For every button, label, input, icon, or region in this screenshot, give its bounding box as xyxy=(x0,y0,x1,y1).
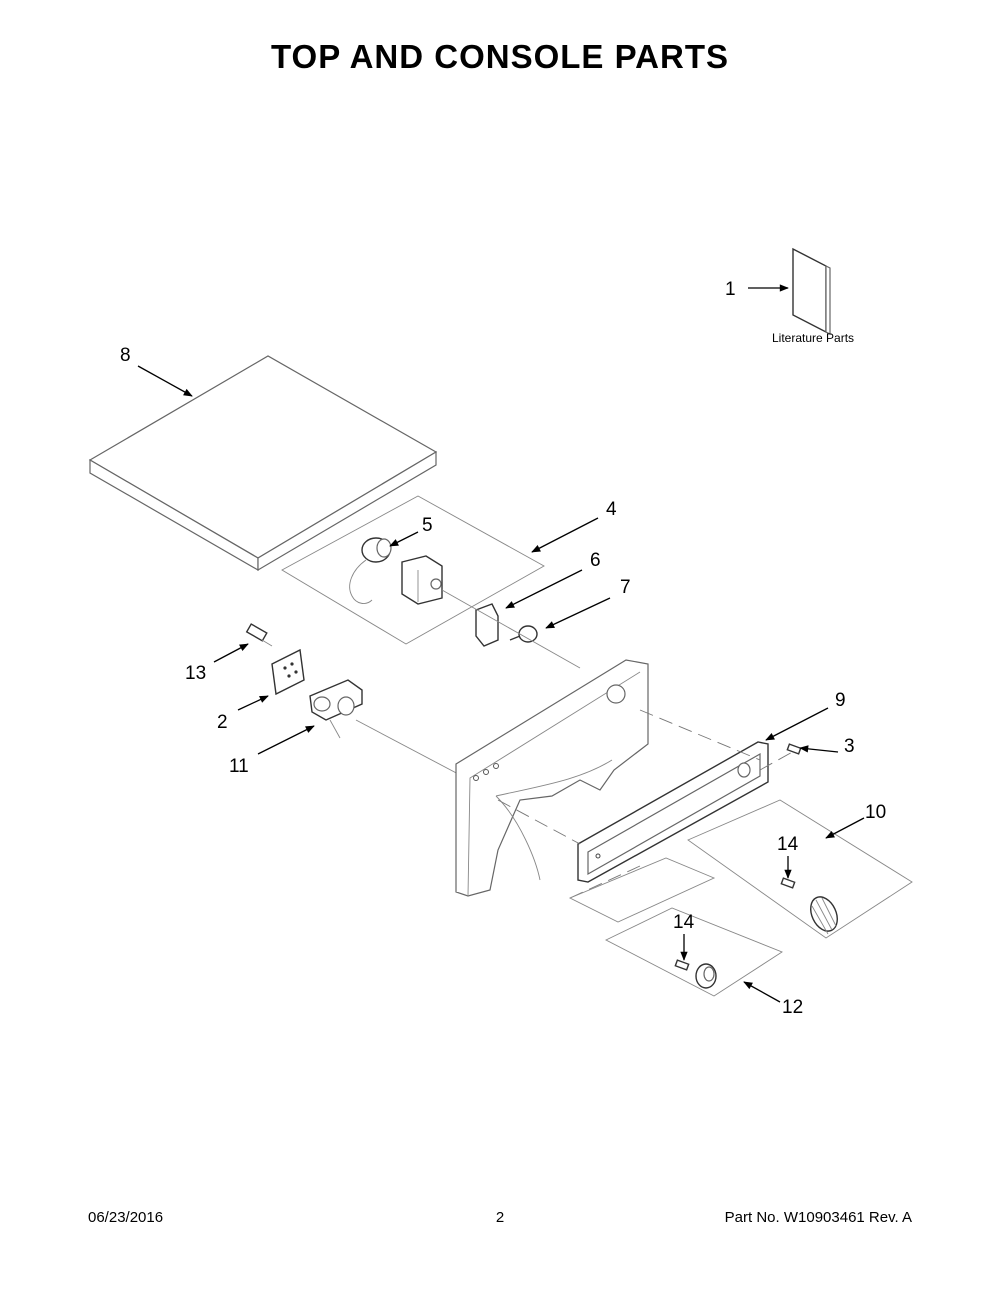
dash-guide-1 xyxy=(497,799,581,845)
console-bezel xyxy=(577,741,769,883)
knob-assembly-10-outline xyxy=(687,799,913,939)
literature-parts-label: Literature Parts xyxy=(772,331,854,345)
arrow-3 xyxy=(799,745,839,753)
callout-9: 9 xyxy=(835,690,846,711)
dash-guide-2 xyxy=(639,709,761,761)
footer-date: 06/23/2016 xyxy=(88,1209,164,1226)
controls-assembly-outline xyxy=(281,495,545,645)
dash-line-bracket xyxy=(441,589,581,669)
dash-line-switch xyxy=(355,719,463,777)
arrow-2 xyxy=(237,695,269,711)
arrow-7 xyxy=(545,597,611,629)
clip-part-14b xyxy=(674,959,690,971)
arrow-10 xyxy=(825,817,865,839)
callout-6: 6 xyxy=(590,550,601,571)
arrow-9 xyxy=(765,707,829,741)
screw-part-7 xyxy=(509,625,538,643)
arrow-12 xyxy=(743,981,781,1003)
arrow-6 xyxy=(505,569,583,609)
selector-switch xyxy=(309,679,363,739)
arrow-13 xyxy=(213,643,249,663)
callout-11: 11 xyxy=(229,756,249,777)
knob-part-12 xyxy=(695,963,717,989)
callout-14-upper: 14 xyxy=(777,834,799,855)
callout-3: 3 xyxy=(844,736,855,757)
callout-4: 4 xyxy=(606,499,617,520)
callout-8: 8 xyxy=(120,345,131,366)
callout-13: 13 xyxy=(185,663,206,684)
arrow-4 xyxy=(531,517,599,553)
knob-plane-12 xyxy=(604,907,783,997)
callout-7: 7 xyxy=(620,577,631,598)
knob-part-10 xyxy=(810,896,838,935)
callout-2: 2 xyxy=(217,712,228,733)
footer-page-number: 2 xyxy=(495,1209,505,1226)
screw-part-3 xyxy=(786,743,802,755)
console-panel xyxy=(455,659,649,897)
timer-block xyxy=(401,555,443,605)
clip-part-14a xyxy=(780,877,796,889)
knob-assembly-12-outline xyxy=(568,857,716,923)
dash-guide-3 xyxy=(759,749,797,771)
switch-part xyxy=(349,537,392,604)
literature-parts-booklet xyxy=(792,247,831,335)
page-title: TOP AND CONSOLE PARTS xyxy=(271,38,729,75)
top-panel xyxy=(88,355,438,572)
callout-10: 10 xyxy=(865,802,886,823)
callout-12: 12 xyxy=(782,997,803,1018)
callout-5: 5 xyxy=(422,515,433,536)
callout-1: 1 xyxy=(725,279,736,300)
mounting-plate xyxy=(271,648,305,696)
callout-14-lower: 14 xyxy=(673,912,695,933)
arrow-11 xyxy=(257,725,315,755)
footer-part-number: Part No. W10903461 Rev. A xyxy=(724,1209,912,1226)
arrow-8 xyxy=(137,365,193,397)
arrow-5 xyxy=(389,531,419,547)
screw-part-13 xyxy=(245,623,273,647)
bracket-part xyxy=(475,603,499,647)
